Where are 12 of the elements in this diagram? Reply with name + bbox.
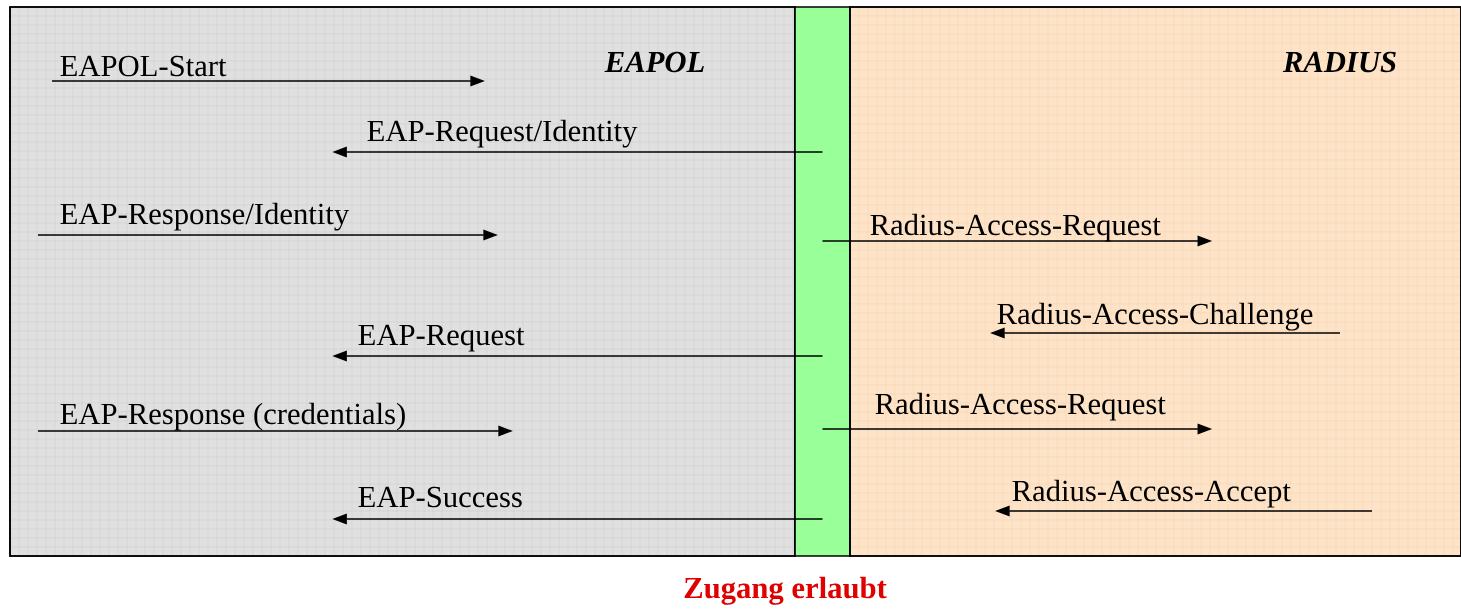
message-label: EAP-Response (credentials) [60, 402, 405, 431]
message-label: EAP-Response/Identity [60, 202, 350, 231]
message-label: EAPOL-Start [60, 55, 227, 77]
edge-label: EAP-Request [358, 324, 525, 352]
edge-label: Radius-Access-Request [870, 213, 1161, 242]
status-note: Zugang erlaubt [684, 576, 887, 605]
message-label: Radius-Access-Challenge [997, 302, 1313, 331]
edge-label: Radius-Access-Request [875, 392, 1166, 421]
message-label: Radius-Access-Accept [1012, 479, 1291, 508]
separator-bar [794, 6, 851, 557]
edge-label: EAP-Success [358, 486, 522, 508]
edge-label: EAP-Request/Identity [367, 119, 638, 148]
